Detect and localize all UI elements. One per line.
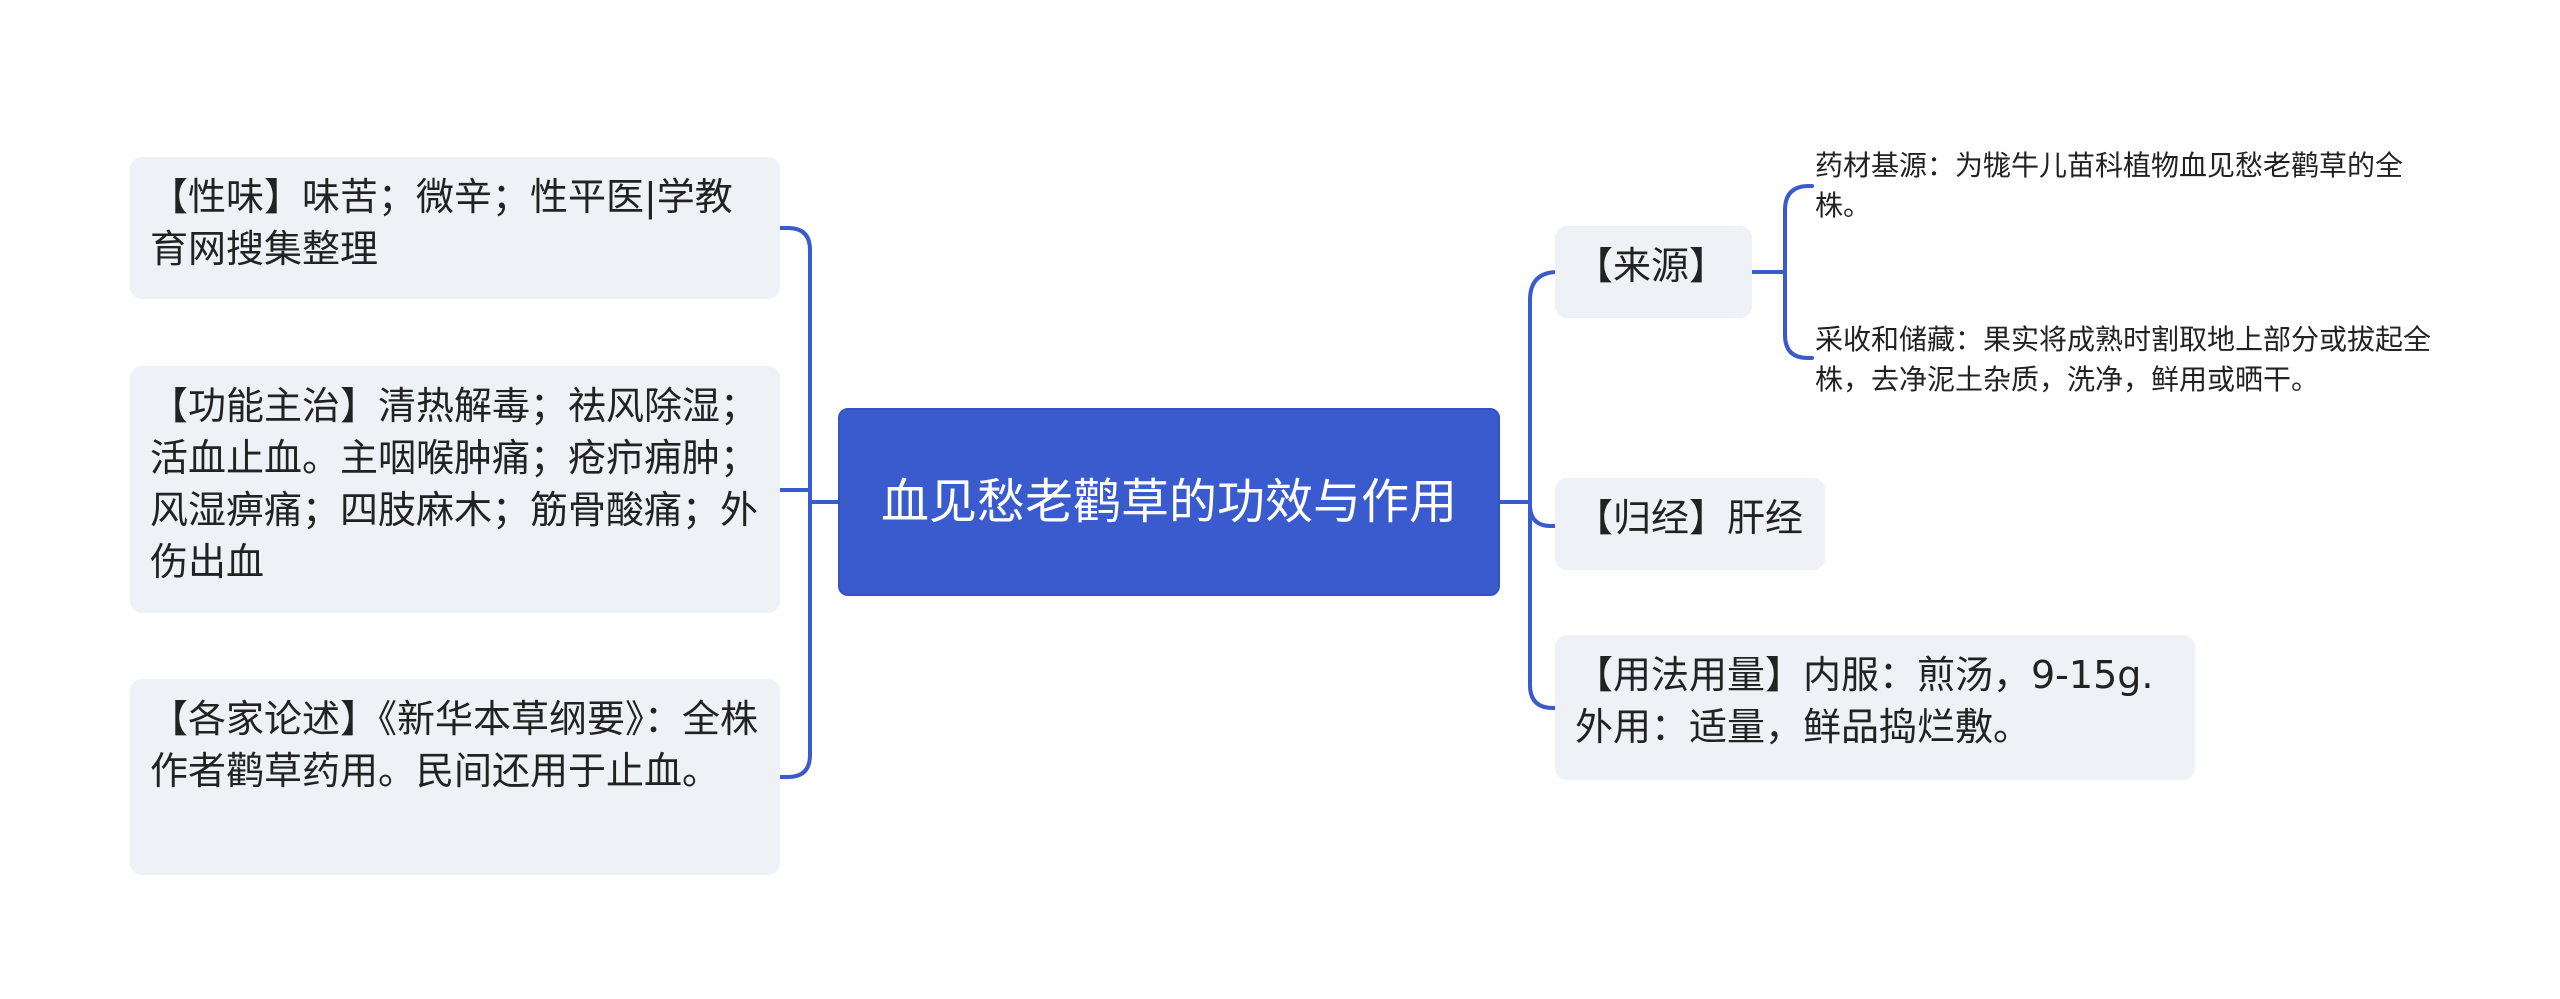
- topic-commentary-label: 【各家论述】《新华本草纲要》：全株作者鹳草药用。民间还用于止血。: [150, 697, 759, 793]
- topic-flavor[interactable]: 【性味】味苦；微辛；性平医|学教育网搜集整理: [130, 157, 780, 299]
- topic-source-origin[interactable]: 药材基源：为牻牛儿苗科植物血见愁老鹳草的全株。: [1815, 146, 2440, 232]
- connector-left-3: [778, 753, 812, 779]
- topic-meridian-label: 【归经】肝经: [1575, 496, 1804, 540]
- topic-indications[interactable]: 【功能主治】清热解毒；祛风除湿；活血止血。主咽喉肿痛；疮疖痈肿；风湿痹痛；四肢麻…: [130, 366, 780, 613]
- connector-right-2: [1528, 503, 1562, 528]
- connector-left-1: [778, 226, 812, 252]
- root-topic[interactable]: 血见愁老鹳草的功效与作用: [838, 408, 1500, 596]
- connector-source-2: [1783, 333, 1814, 360]
- topic-dosage[interactable]: 【用法用量】内服：煎汤，9-15g.外用：适量，鲜品捣烂敷。: [1555, 635, 2195, 780]
- connector-right-3: [1528, 683, 1562, 710]
- connector-source-1: [1783, 184, 1814, 212]
- topic-source-harvest[interactable]: 采收和储藏：果实将成熟时割取地上部分或拔起全株，去净泥土杂质，洗净，鲜用或晒干。: [1815, 320, 2440, 406]
- topic-commentary[interactable]: 【各家论述】《新华本草纲要》：全株作者鹳草药用。民间还用于止血。: [130, 679, 780, 875]
- topic-source-harvest-label: 采收和储藏：果实将成熟时割取地上部分或拔起全株，去净泥土杂质，洗净，鲜用或晒干。: [1815, 323, 2432, 396]
- topic-source-label: 【来源】: [1575, 244, 1728, 288]
- topic-flavor-label: 【性味】味苦；微辛；性平医|学教育网搜集整理: [150, 175, 733, 271]
- root-topic-label: 血见愁老鹳草的功效与作用: [880, 474, 1457, 530]
- topic-source-origin-label: 药材基源：为牻牛儿苗科植物血见愁老鹳草的全株。: [1815, 149, 2404, 222]
- topic-indications-label: 【功能主治】清热解毒；祛风除湿；活血止血。主咽喉肿痛；疮疖痈肿；风湿痹痛；四肢麻…: [150, 384, 759, 584]
- topic-meridian[interactable]: 【归经】肝经: [1555, 478, 1825, 570]
- topic-dosage-label: 【用法用量】内服：煎汤，9-15g.外用：适量，鲜品捣烂敷。: [1575, 653, 2154, 749]
- topic-source[interactable]: 【来源】: [1555, 226, 1752, 318]
